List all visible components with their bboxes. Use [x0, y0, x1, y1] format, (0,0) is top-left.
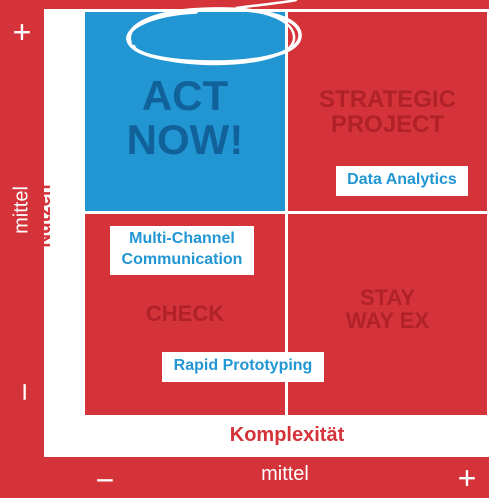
highlight-circle-icon	[126, 0, 302, 66]
quadrant-stay-way-ex: STAY WAY EX	[288, 214, 487, 415]
quadrant-label-check: CHECK	[145, 301, 225, 326]
quadrant-label-act-now: ACT NOW!	[126, 72, 244, 164]
tag-smart-recruiting: Smart Recruiting	[137, 29, 267, 46]
x-plus-icon: +	[457, 460, 477, 496]
tag-rapid-prototyping: Rapid Prototyping	[162, 352, 324, 382]
x-minus-icon: −	[95, 462, 115, 498]
quadrant-label-strategic-project: STRATEGIC PROJECT	[319, 86, 456, 139]
y-mid-label: mittel	[10, 186, 33, 234]
y-minus-icon: −	[7, 382, 43, 402]
x-axis-label: Komplexität	[229, 424, 345, 446]
quadrant-label-stay-way-ex: STAY WAY EX	[345, 285, 430, 334]
x-mid-label: mittel	[261, 463, 309, 485]
quadrant-act-now: ACT NOW!	[85, 12, 285, 211]
y-mid-label-box: mittel	[0, 170, 44, 250]
y-plus-icon: +	[12, 14, 32, 50]
tag-data-analytics: Data Analytics	[336, 166, 468, 196]
tag-multi-channel-communication: Multi-Channel Communication	[110, 226, 254, 275]
